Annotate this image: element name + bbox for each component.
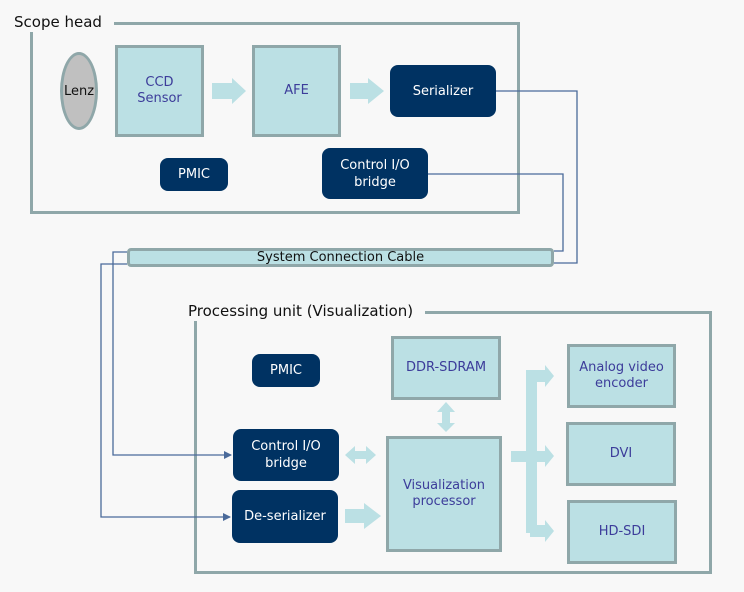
ddr-sdram-block: DDR-SDRAM: [391, 336, 501, 400]
afe-block: AFE: [252, 45, 341, 137]
processing-unit-title: Processing unit (Visualization): [188, 301, 426, 321]
dvi-label: DVI: [609, 446, 633, 461]
de-serializer-block: De-serializer: [232, 490, 338, 543]
system-connection-cable: System Connection Cable: [127, 248, 554, 267]
line-cable-to-pu-control: [112, 251, 232, 459]
scope-head-title: Scope head: [14, 12, 114, 32]
arrow-to-dvi: [530, 445, 554, 467]
cable-label: System Connection Cable: [256, 250, 425, 265]
arrow-control-vp-bidirectional: [345, 446, 376, 464]
line-serializer-to-cable: [496, 90, 578, 264]
ccd-sensor-block: CCD Sensor: [115, 45, 204, 137]
pu-control-io-bridge-label: Control I/O bridge: [251, 439, 321, 471]
scope-head-frame: [30, 22, 520, 214]
arrow-deserializer-to-vp: [345, 503, 381, 529]
line-scope-control-to-cable: [428, 173, 564, 252]
afe-label: AFE: [284, 83, 309, 98]
visualization-processor-label: Visualization processor: [402, 478, 486, 509]
arrow-ccd-to-afe: [212, 78, 246, 104]
arrow-to-analog-encoder: [526, 365, 554, 387]
line-cable-to-deserializer: [100, 263, 231, 521]
processing-unit-frame: [194, 311, 712, 574]
scope-pmic-block: PMIC: [160, 158, 228, 191]
ccd-sensor-label: CCD Sensor: [137, 75, 182, 106]
scope-control-io-bridge-label: Control I/O bridge: [340, 157, 410, 190]
analog-video-encoder-label: Analog video encoder: [579, 360, 664, 391]
scope-control-io-bridge-block: Control I/O bridge: [322, 148, 428, 199]
serializer-block: Serializer: [390, 65, 496, 117]
dvi-block: DVI: [566, 422, 676, 486]
arrow-ddr-vp-bidirectional: [437, 402, 455, 432]
pu-control-io-bridge-block: Control I/O bridge: [233, 429, 339, 481]
visualization-processor-block: Visualization processor: [386, 436, 502, 552]
pu-pmic-block: PMIC: [252, 354, 320, 387]
hd-sdi-label: HD-SDI: [598, 524, 646, 539]
scope-pmic-label: PMIC: [178, 167, 210, 182]
serializer-label: Serializer: [412, 83, 474, 99]
pu-pmic-label: PMIC: [270, 363, 302, 378]
lens: Lenz: [60, 52, 98, 130]
arrow-to-hd-sdi: [530, 520, 554, 542]
de-serializer-label: De-serializer: [244, 509, 326, 524]
lens-label: Lenz: [63, 83, 95, 99]
arrow-afe-to-serializer: [350, 78, 384, 104]
hd-sdi-block: HD-SDI: [567, 500, 677, 564]
ddr-sdram-label: DDR-SDRAM: [405, 360, 487, 375]
output-bus-stem: [511, 451, 529, 462]
analog-video-encoder-block: Analog video encoder: [567, 344, 676, 408]
